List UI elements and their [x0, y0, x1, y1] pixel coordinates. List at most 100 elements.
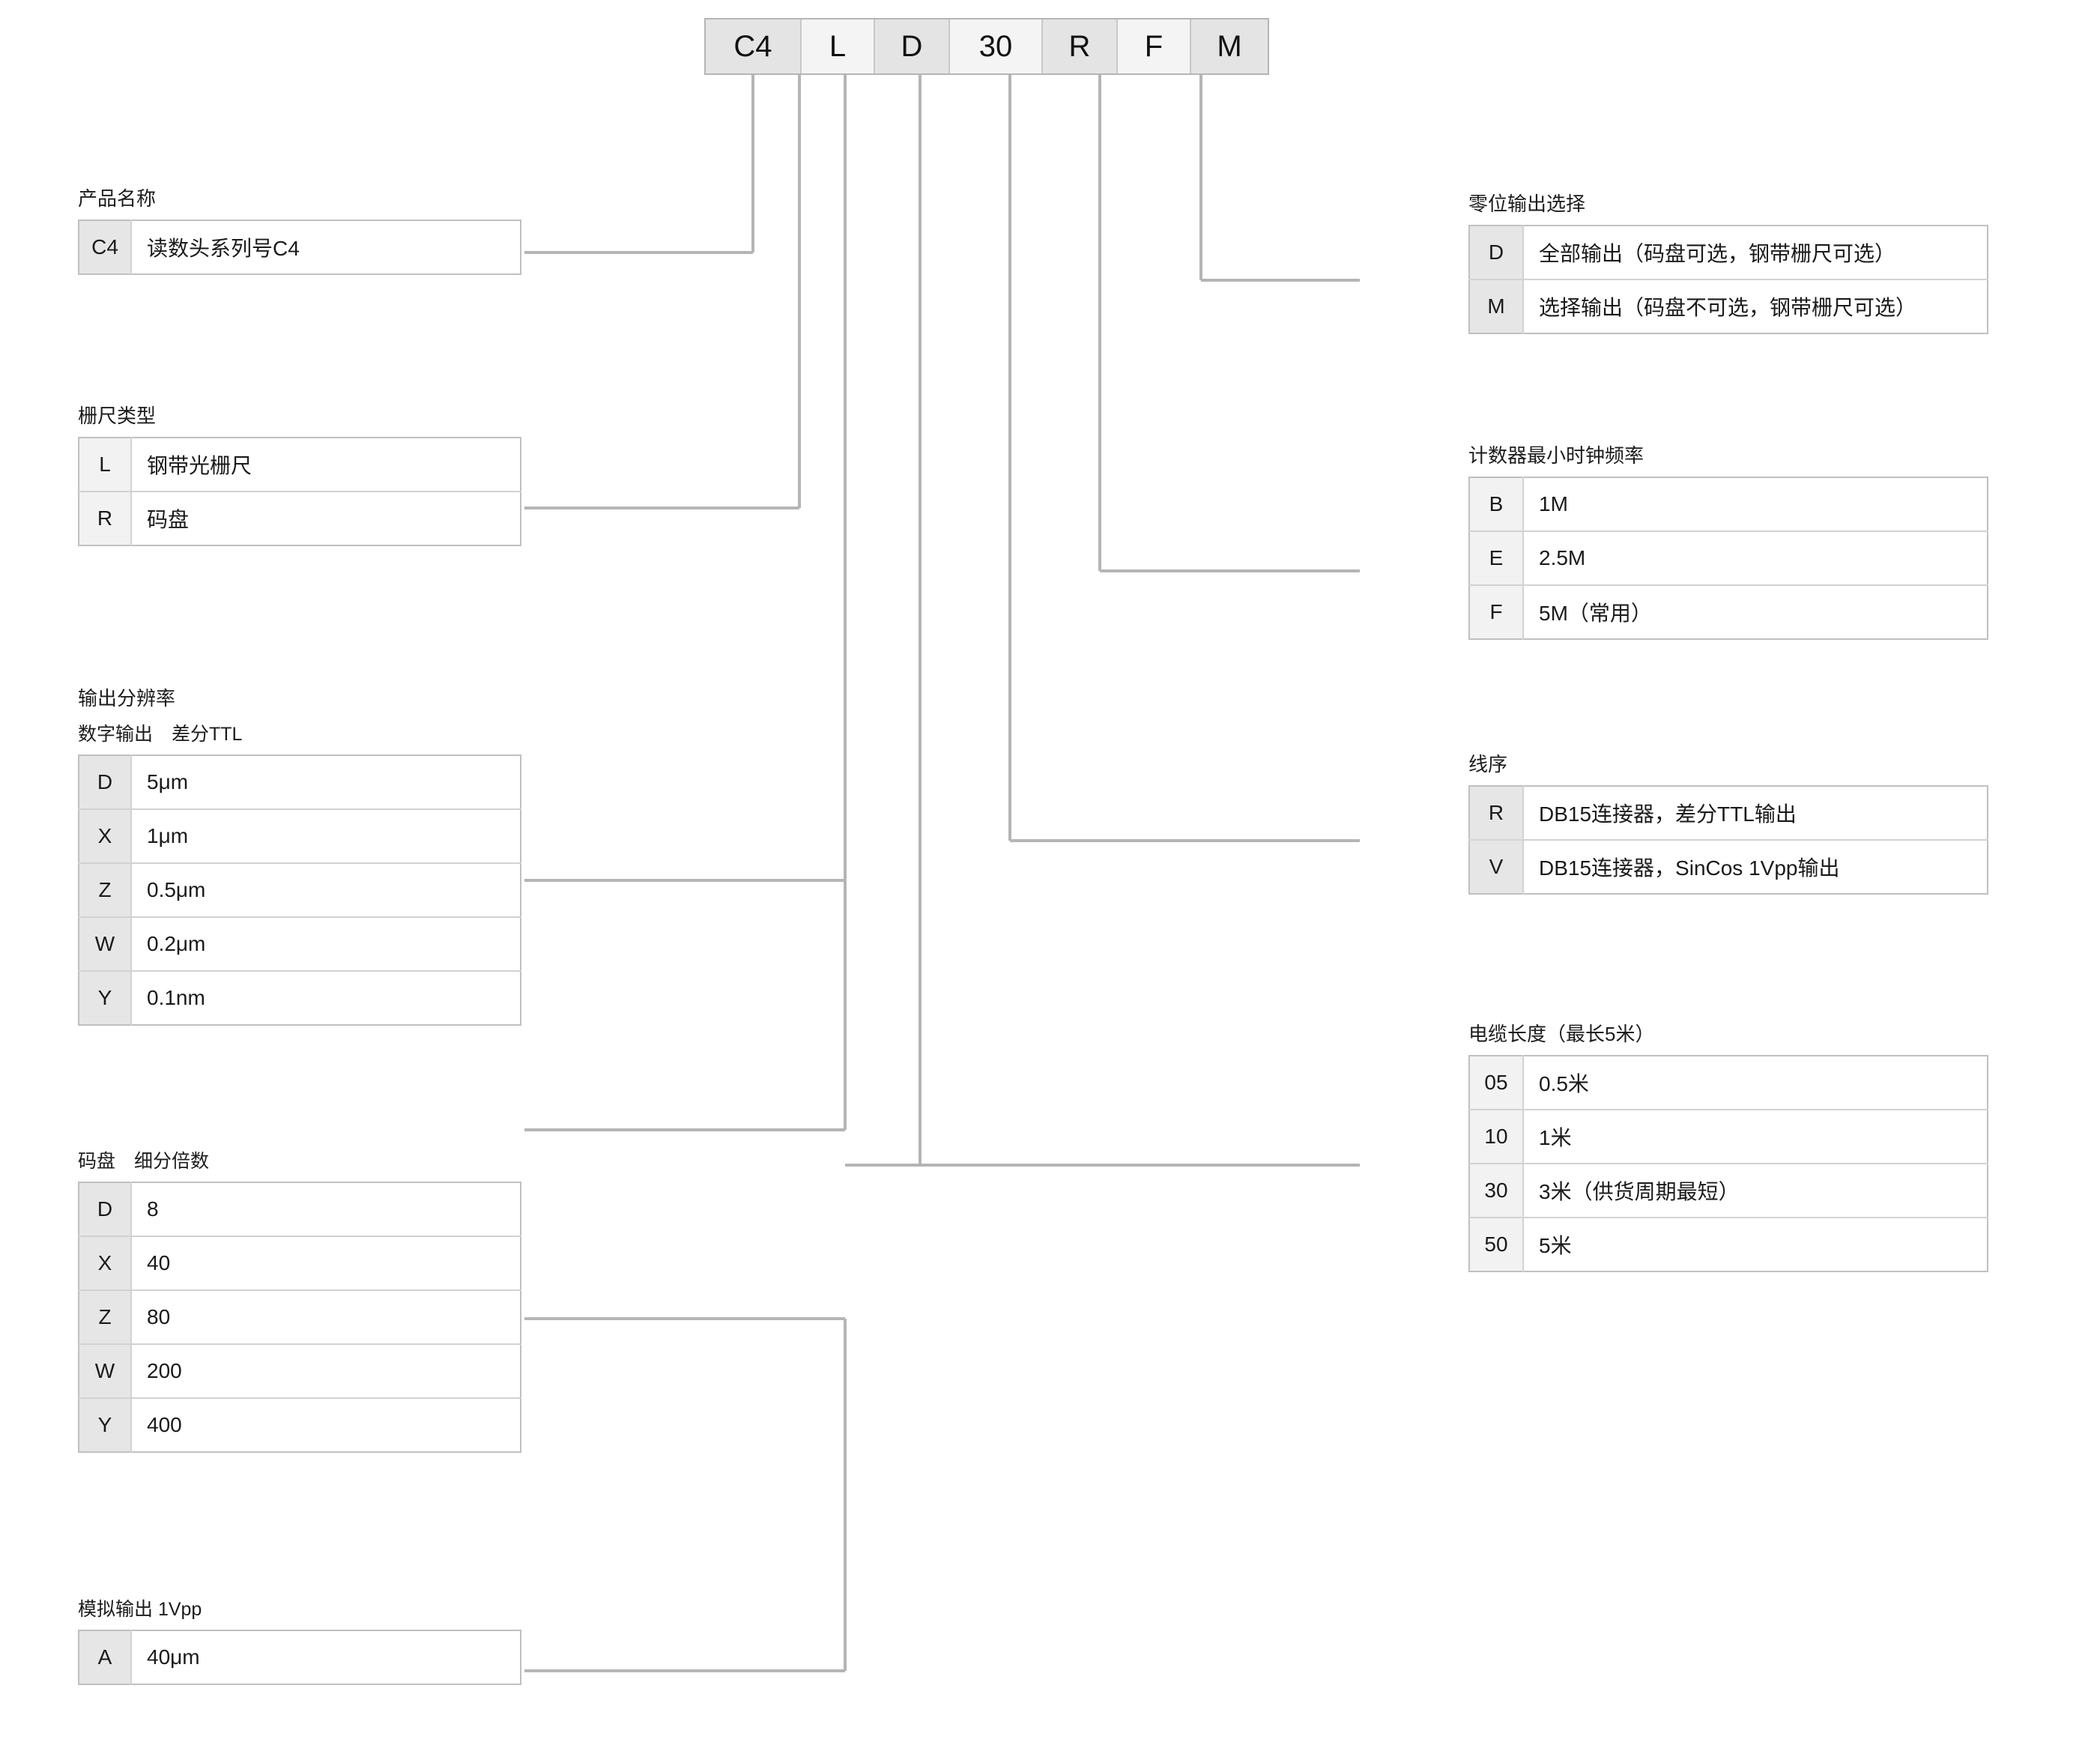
block-resolution-analog: 模拟输出 1Vpp A 40μm: [78, 1594, 521, 1685]
table-row[interactable]: F 5M（常用）: [1469, 585, 1988, 639]
row-code: Y: [79, 971, 132, 1025]
table-row[interactable]: V DB15连接器，SinCos 1Vpp输出: [1469, 840, 1988, 894]
row-code: D: [79, 1182, 132, 1236]
table-row[interactable]: Z 80: [79, 1290, 521, 1344]
table-row[interactable]: C4 读数头系列号C4: [79, 220, 521, 274]
row-code: Z: [79, 863, 132, 917]
block-scale-type: 栅尺类型 L 钢带光栅尺 R 码盘: [78, 401, 521, 546]
row-desc: 1M: [1539, 492, 1568, 515]
row-desc: DB15连接器，差分TTL输出: [1539, 802, 1797, 826]
row-desc: 0.1nm: [147, 986, 205, 1009]
table-row[interactable]: D 5μm: [79, 755, 521, 809]
block-clock-frequency: 计数器最小时钟频率 B 1M E 2.5M F 5M（常用）: [1468, 441, 1988, 640]
part-number-string: C4 L D 30 R F M: [704, 18, 1269, 75]
block-title: 零位输出选择: [1468, 193, 1586, 215]
row-code: X: [79, 809, 132, 863]
scale-type-table: L 钢带光栅尺 R 码盘: [78, 437, 521, 546]
row-desc: 1米: [1539, 1126, 1572, 1149]
table-row[interactable]: Y 400: [79, 1398, 521, 1452]
row-code: R: [1469, 786, 1524, 840]
row-desc: 1μm: [147, 824, 189, 847]
zero-output-table: D 全部输出（码盘可选，钢带栅尺可选） M 选择输出（码盘不可选，钢带栅尺可选）: [1468, 225, 1988, 334]
resolution-digital-table: D 5μm X 1μm Z 0.5μm W 0.2μm Y 0.1nm: [78, 754, 521, 1026]
code-segment-7[interactable]: M: [1191, 19, 1268, 73]
row-code: L: [79, 438, 132, 492]
row-code: X: [79, 1236, 132, 1290]
block-wiring: 线序 R DB15连接器，差分TTL输出 V DB15连接器，SinCos 1V…: [1468, 749, 1988, 895]
block-title: 产品名称: [78, 187, 157, 210]
row-code: 50: [1469, 1218, 1524, 1271]
code-segment-1[interactable]: C4: [706, 19, 802, 73]
row-code: W: [79, 1344, 132, 1398]
table-row[interactable]: X 1μm: [79, 809, 521, 863]
table-row[interactable]: W 0.2μm: [79, 917, 521, 971]
wiring-table: R DB15连接器，差分TTL输出 V DB15连接器，SinCos 1Vpp输…: [1468, 785, 1988, 895]
row-desc: 40μm: [147, 1645, 200, 1669]
block-title: 计数器最小时钟频率: [1468, 444, 1644, 467]
row-desc: 40: [147, 1251, 171, 1274]
row-code: D: [79, 755, 132, 809]
table-row[interactable]: M 选择输出（码盘不可选，钢带栅尺可选）: [1469, 279, 1988, 333]
clock-frequency-table: B 1M E 2.5M F 5M（常用）: [1468, 477, 1988, 640]
block-subtitle: 模拟输出 1Vpp: [78, 1599, 202, 1620]
table-row[interactable]: B 1M: [1469, 477, 1988, 531]
row-desc: 400: [147, 1413, 182, 1436]
row-code: E: [1469, 531, 1524, 585]
block-zero-output: 零位输出选择 D 全部输出（码盘可选，钢带栅尺可选） M 选择输出（码盘不可选，…: [1468, 189, 1988, 334]
block-resolution-encoder: 码盘 细分倍数 D 8 X 40 Z 80 W 200 Y 400: [78, 1146, 521, 1453]
table-row[interactable]: R DB15连接器，差分TTL输出: [1469, 786, 1988, 840]
cable-length-table: 05 0.5米 10 1米 30 3米（供货周期最短） 50 5米: [1468, 1055, 1988, 1272]
code-segment-3[interactable]: D: [875, 19, 950, 73]
table-row[interactable]: 10 1米: [1469, 1110, 1988, 1164]
table-row[interactable]: Y 0.1nm: [79, 971, 521, 1025]
row-desc: 全部输出（码盘可选，钢带栅尺可选）: [1539, 242, 1896, 265]
row-desc: 码盘: [147, 508, 190, 531]
row-code: 10: [1469, 1110, 1524, 1164]
row-code: D: [1469, 226, 1524, 279]
code-segment-6[interactable]: F: [1118, 19, 1191, 73]
code-segment-4[interactable]: 30: [950, 19, 1043, 73]
table-row[interactable]: R 码盘: [79, 492, 521, 545]
row-desc: 读数头系列号C4: [147, 237, 300, 260]
row-desc: 3米（供货周期最短）: [1539, 1180, 1740, 1203]
row-desc: 选择输出（码盘不可选，钢带栅尺可选）: [1539, 296, 1917, 319]
block-product-name: 产品名称 C4 读数头系列号C4: [78, 184, 521, 275]
table-row[interactable]: D 全部输出（码盘可选，钢带栅尺可选）: [1469, 226, 1988, 279]
code-segment-2[interactable]: L: [802, 19, 875, 73]
table-row[interactable]: A 40μm: [79, 1630, 521, 1684]
block-cable-length: 电缆长度（最长5米） 05 0.5米 10 1米 30 3米（供货周期最短） 5…: [1468, 1019, 1988, 1272]
table-row[interactable]: Z 0.5μm: [79, 863, 521, 917]
row-code: Z: [79, 1290, 132, 1344]
table-row[interactable]: 50 5米: [1469, 1218, 1988, 1271]
row-desc: DB15连接器，SinCos 1Vpp输出: [1539, 856, 1840, 880]
product-name-table: C4 读数头系列号C4: [78, 220, 521, 275]
table-row[interactable]: D 8: [79, 1182, 521, 1236]
row-desc: 钢带光栅尺: [147, 454, 252, 477]
row-code: W: [79, 917, 132, 971]
row-desc: 200: [147, 1359, 182, 1382]
row-code: F: [1469, 585, 1524, 639]
code-segment-5[interactable]: R: [1043, 19, 1118, 73]
table-row[interactable]: E 2.5M: [1469, 531, 1988, 585]
table-row[interactable]: X 40: [79, 1236, 521, 1290]
row-desc: 0.5米: [1539, 1072, 1589, 1095]
block-resolution-digital: 输出分辨率 数字输出 差分TTL D 5μm X 1μm Z 0.5μm W 0…: [78, 683, 521, 1026]
row-code: 30: [1469, 1164, 1524, 1218]
block-title: 电缆长度（最长5米）: [1468, 1023, 1655, 1045]
table-row[interactable]: 30 3米（供货周期最短）: [1469, 1164, 1988, 1218]
table-row[interactable]: L 钢带光栅尺: [79, 438, 521, 492]
row-code: V: [1469, 840, 1524, 894]
row-code: C4: [79, 220, 132, 274]
row-code: 05: [1469, 1056, 1524, 1110]
row-code: B: [1469, 477, 1524, 531]
row-code: Y: [79, 1398, 132, 1452]
row-desc: 5米: [1539, 1234, 1572, 1257]
row-desc: 0.2μm: [147, 932, 206, 955]
resolution-analog-table: A 40μm: [78, 1630, 521, 1685]
table-row[interactable]: W 200: [79, 1344, 521, 1398]
row-code: M: [1469, 279, 1524, 333]
row-desc: 8: [147, 1197, 159, 1221]
table-row[interactable]: 05 0.5米: [1469, 1056, 1988, 1110]
resolution-encoder-table: D 8 X 40 Z 80 W 200 Y 400: [78, 1182, 521, 1453]
